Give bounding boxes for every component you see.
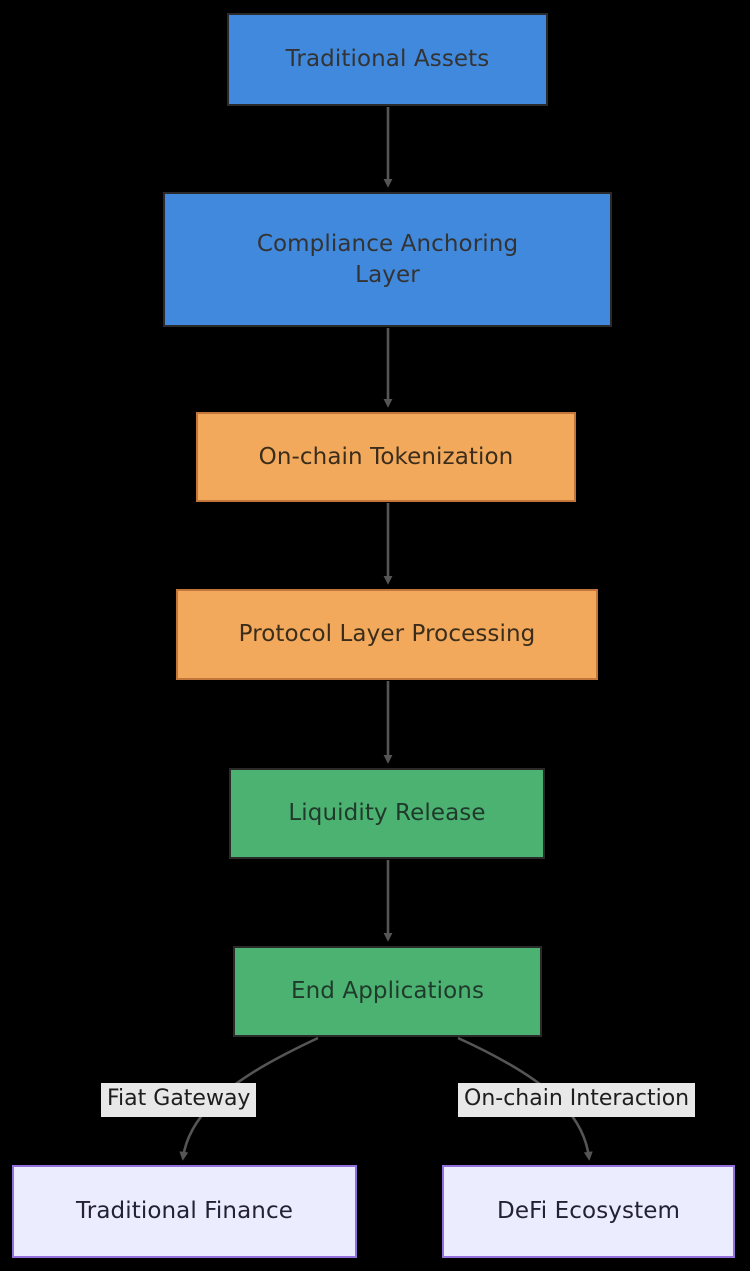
node-label: Liquidity Release [288, 800, 486, 827]
node-label: End Applications [290, 978, 485, 1005]
node-traditional-assets[interactable]: Traditional Assets [227, 13, 548, 106]
node-protocol-layer-processing[interactable]: Protocol Layer Processing [176, 589, 598, 680]
node-label: DeFi Ecosystem [497, 1198, 680, 1225]
edge-label-fiat-gateway: Fiat Gateway [101, 1083, 257, 1117]
node-traditional-finance[interactable]: Traditional Finance [12, 1165, 357, 1258]
node-defi-ecosystem[interactable]: DeFi Ecosystem [442, 1165, 735, 1258]
node-liquidity-release[interactable]: Liquidity Release [229, 768, 545, 859]
node-compliance-anchoring-layer[interactable]: Compliance Anchoring Layer [163, 192, 612, 327]
node-on-chain-tokenization[interactable]: On-chain Tokenization [196, 412, 576, 502]
node-end-applications[interactable]: End Applications [233, 946, 542, 1037]
edge-label-on-chain-interaction: On-chain Interaction [458, 1083, 696, 1117]
node-label: Traditional Assets [285, 46, 490, 73]
node-label: On-chain Tokenization [258, 443, 514, 470]
node-label: Traditional Finance [76, 1198, 293, 1225]
node-label: Compliance Anchoring Layer [256, 231, 519, 288]
node-label: Protocol Layer Processing [238, 621, 536, 648]
